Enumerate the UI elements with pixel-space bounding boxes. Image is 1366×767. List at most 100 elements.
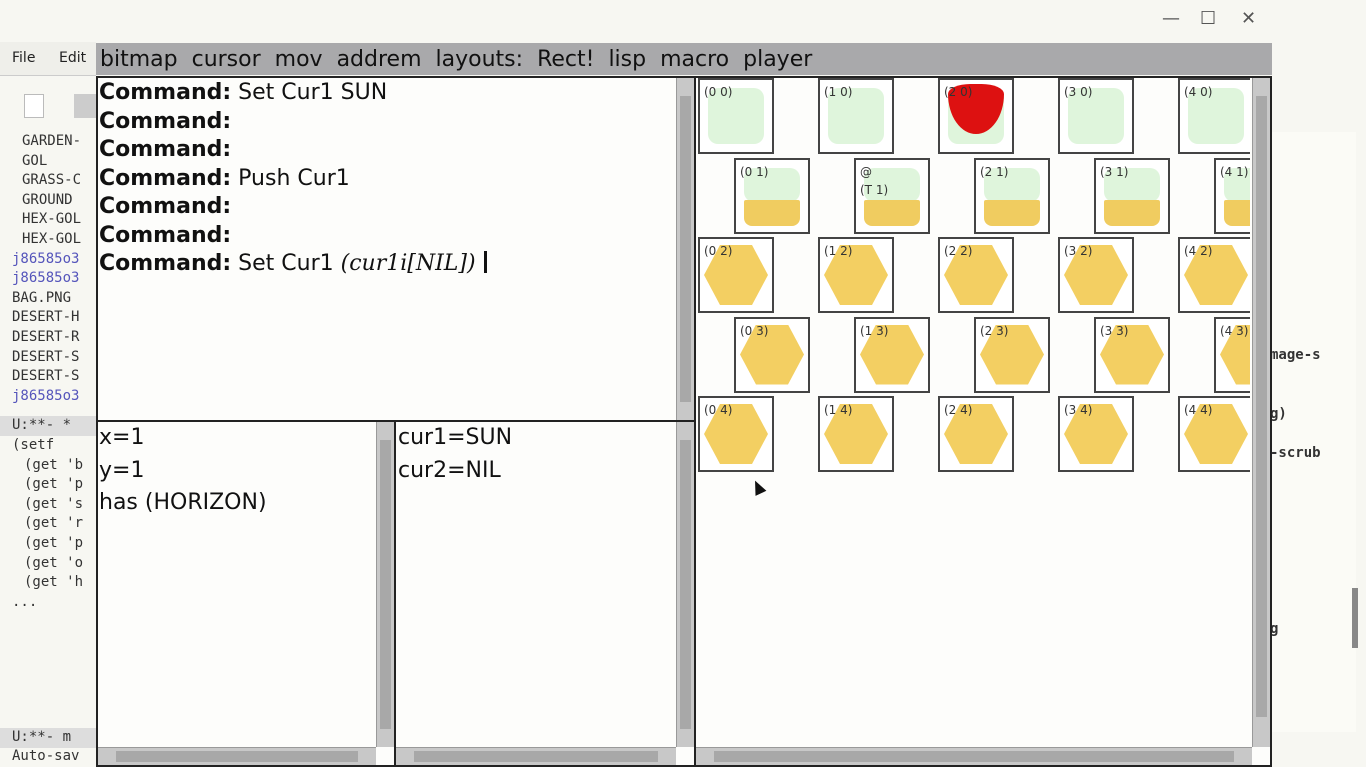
board-tile[interactable]: (1 0) xyxy=(818,78,894,154)
tile-label: (4 1) xyxy=(1220,164,1249,179)
dired-entry[interactable]: DESERT-S xyxy=(12,348,80,365)
ground-image xyxy=(1224,199,1250,226)
board-vscroll[interactable] xyxy=(1252,78,1270,747)
sky-image xyxy=(1188,88,1244,144)
dired-entry[interactable]: HEX-GOL xyxy=(22,230,82,247)
dired-entry[interactable]: DESERT-R xyxy=(12,328,80,345)
board-tile[interactable]: (3 3) xyxy=(1094,316,1170,393)
close-button[interactable]: ✕ xyxy=(1241,8,1257,29)
emacs-modeline-2: U:**- m xyxy=(0,728,96,748)
position-hscroll[interactable] xyxy=(98,747,376,765)
sky-image xyxy=(1104,167,1160,202)
cursor-vscroll[interactable] xyxy=(676,422,694,747)
menu-addrem[interactable]: addrem xyxy=(336,46,422,72)
tile-label: (4 2) xyxy=(1184,244,1213,258)
menu-player[interactable]: player xyxy=(743,46,813,72)
desert-hex-image xyxy=(944,404,1008,464)
command-prompt: Command: xyxy=(99,108,232,134)
board-tile[interactable]: (4 0) xyxy=(1178,78,1250,154)
dired-listing: GARDEN- GOL GRASS-C GROUND HEX-GOL HEX-GOL j86… xyxy=(12,132,96,406)
board-tile[interactable]: (3 2) xyxy=(1058,237,1134,313)
tile-label: @ (T 1) xyxy=(860,164,889,197)
dired-entry[interactable]: DESERT-S xyxy=(12,368,80,385)
command-input[interactable]: (cur1i[NIL]) xyxy=(340,251,476,276)
board-tile[interactable]: (0 0) xyxy=(698,78,774,154)
tile-label: (3 4) xyxy=(1064,403,1093,417)
ground-image xyxy=(1104,199,1160,226)
tile-label: (2 2) xyxy=(944,244,973,258)
menu-layouts[interactable]: layouts: xyxy=(435,46,524,72)
board-tile[interactable]: (1 3) xyxy=(854,316,930,393)
minimize-button[interactable]: — xyxy=(1162,8,1180,29)
board-tile[interactable]: (2 4) xyxy=(938,396,1014,472)
board-tile[interactable]: (2 2) xyxy=(938,237,1014,313)
ground-image xyxy=(744,199,800,226)
command-vscroll[interactable] xyxy=(676,78,694,420)
emacs-menubar xyxy=(0,42,96,76)
tile-label: (1 2) xyxy=(824,244,853,258)
tile-label: (0 2) xyxy=(704,244,733,258)
menu-lisp[interactable]: lisp xyxy=(608,46,647,72)
dired-entry[interactable]: DESERT-H xyxy=(12,309,80,326)
maximize-button[interactable]: ☐ xyxy=(1200,8,1217,29)
board-tile[interactable]: (2 1) xyxy=(974,157,1050,234)
emacs-scrollbar[interactable] xyxy=(1352,588,1358,648)
board-tile[interactable]: @ (T 1) xyxy=(854,157,930,234)
board-tile[interactable]: (3 4) xyxy=(1058,396,1134,472)
emacs-menu-file[interactable]: File xyxy=(12,50,36,66)
dired-entry[interactable]: GARDEN- xyxy=(22,133,82,149)
board-tile[interactable]: (3 1) xyxy=(1094,157,1170,234)
code-fragment: mage-s xyxy=(1270,347,1321,363)
board-pane[interactable]: (0 0) (1 0) (2 0) (3 0) (4 0) (0 1) @ (T 1) (2 … xyxy=(694,76,1272,767)
board-tile[interactable]: (0 2) xyxy=(698,237,774,313)
board-tile[interactable]: (0 1) xyxy=(734,157,810,234)
board-tile[interactable]: (0 3) xyxy=(734,316,810,393)
board-tile[interactable]: (4 1) xyxy=(1214,157,1250,234)
menu-mov[interactable]: mov xyxy=(274,46,323,72)
tile-label: (0 4) xyxy=(704,403,733,417)
menu-cursor[interactable]: cursor xyxy=(191,46,261,72)
tile-label: (4 3) xyxy=(1220,323,1249,338)
board-hscroll[interactable] xyxy=(696,747,1252,765)
echo-area: Auto-sav xyxy=(12,748,80,764)
board-tile[interactable]: (4 3) xyxy=(1214,316,1250,393)
tile-label: (1 0) xyxy=(824,85,853,99)
board-tile[interactable]: (2 3) xyxy=(974,316,1050,393)
board-tile[interactable]: (1 4) xyxy=(818,396,894,472)
open-folder-icon[interactable] xyxy=(74,94,96,118)
menu-rect[interactable]: Rect! xyxy=(537,46,595,72)
ground-image xyxy=(984,199,1040,226)
dired-entry[interactable]: GOL xyxy=(22,152,48,169)
board-tile[interactable]: (0 4) xyxy=(698,396,774,472)
board-tile[interactable]: (1 2) xyxy=(818,237,894,313)
board-tile[interactable]: (4 4) xyxy=(1178,396,1250,472)
command-prompt: Command: xyxy=(99,137,232,162)
code-line: (get 's xyxy=(24,495,84,512)
new-file-icon[interactable] xyxy=(24,94,44,118)
dired-entry[interactable]: j86585o3 xyxy=(12,250,80,267)
board-tile[interactable]: (4 2) xyxy=(1178,237,1250,313)
ground-image xyxy=(864,199,920,226)
dired-entry[interactable]: HEX-GOL xyxy=(22,211,82,228)
dired-entry[interactable]: GRASS-C xyxy=(22,172,82,189)
dired-entry[interactable]: j86585o3 xyxy=(12,387,80,404)
menu-bitmap[interactable]: bitmap xyxy=(100,46,178,72)
desert-hex-image xyxy=(824,245,888,305)
cursor-hscroll[interactable] xyxy=(396,747,676,765)
board-tile[interactable]: (2 0) xyxy=(938,78,1014,154)
dired-entry[interactable]: j86585o3 xyxy=(12,270,80,287)
tile-label: (3 0) xyxy=(1064,85,1093,99)
dired-entry[interactable]: GROUND xyxy=(22,191,73,208)
command-prompt: Command: xyxy=(99,80,232,105)
command-prompt: Command: xyxy=(99,194,232,219)
position-vscroll[interactable] xyxy=(376,422,394,747)
desert-hex-image xyxy=(740,324,804,385)
command-prompt: Command: xyxy=(99,165,232,191)
board-tile[interactable]: (3 0) xyxy=(1058,78,1134,154)
menu-macro[interactable]: macro xyxy=(660,46,730,72)
dired-entry[interactable]: BAG.PNG xyxy=(12,289,72,306)
emacs-menu-edit[interactable]: Edit xyxy=(59,50,87,66)
